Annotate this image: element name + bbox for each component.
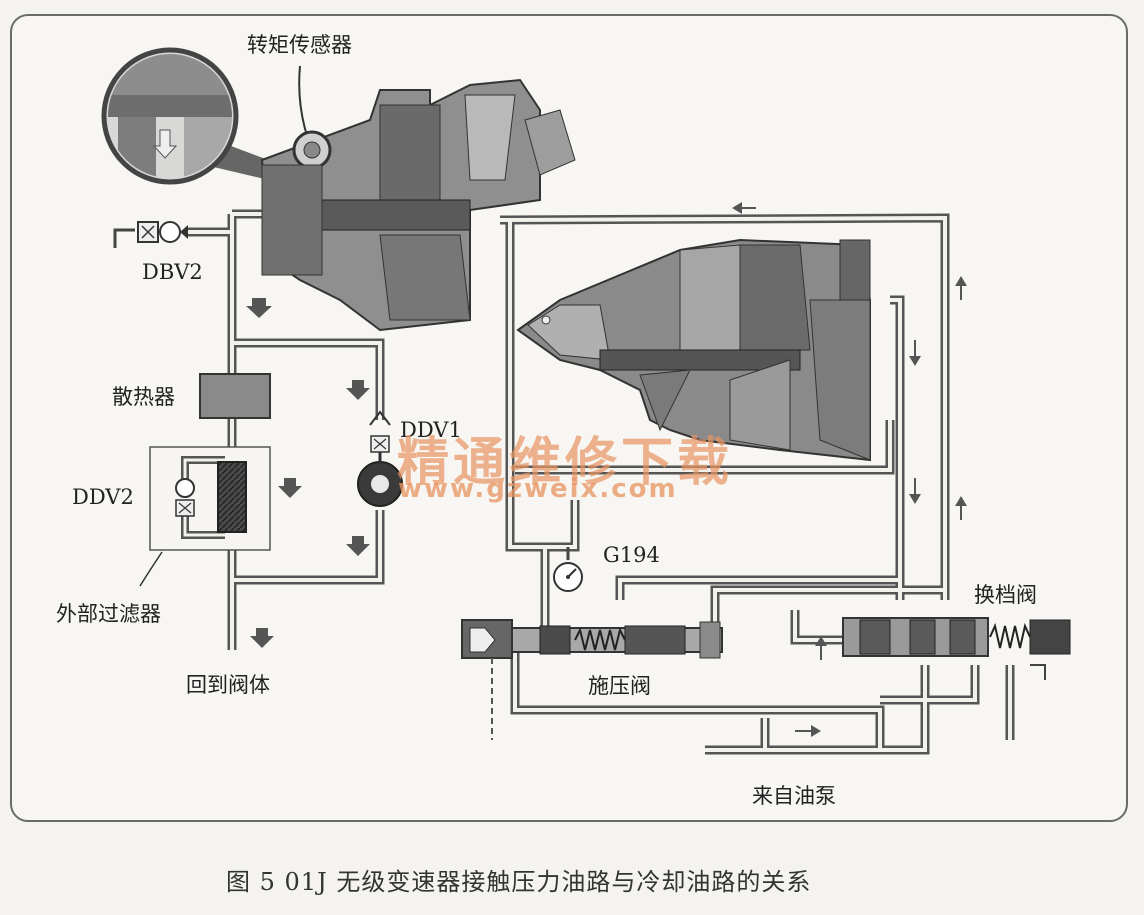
figure-caption: 图 5 01J 无级变速器接触压力油路与冷却油路的关系 (226, 868, 812, 896)
return-to-valve-body-label: 回到阀体 (186, 673, 270, 697)
g194-label: G194 (603, 543, 660, 567)
torque-sensor-label: 转矩传感器 (247, 33, 352, 57)
shift-valve (842, 617, 1071, 680)
oil-lines (185, 209, 1015, 755)
ddv2-label: DDV2 (72, 485, 134, 509)
ddv1-valve (357, 410, 403, 507)
dbv2-valve (113, 221, 188, 248)
from-oil-pump-label: 来自油泵 (752, 784, 836, 808)
torque-sensor-magnifier (101, 47, 313, 185)
shift-valve-label: 换档阀 (974, 583, 1037, 607)
g194-pressure-gauge (553, 547, 583, 592)
secondary-pulley (516, 238, 871, 462)
primary-pulley (260, 78, 576, 332)
external-filter (139, 446, 271, 587)
radiator (199, 373, 271, 419)
watermark-text: 精通维修下载 (397, 433, 734, 493)
flow-arrows (246, 202, 967, 737)
ddv1-label: DDV1 (400, 418, 462, 442)
external-filter-label: 外部过滤器 (56, 602, 161, 626)
dbv2-label: DBV2 (142, 260, 203, 284)
watermark-url: www.gzweix.com (398, 474, 678, 504)
pressure-valve-label: 施压阀 (588, 674, 651, 698)
pressure-valve (461, 619, 723, 740)
radiator-label: 散热器 (112, 385, 175, 409)
